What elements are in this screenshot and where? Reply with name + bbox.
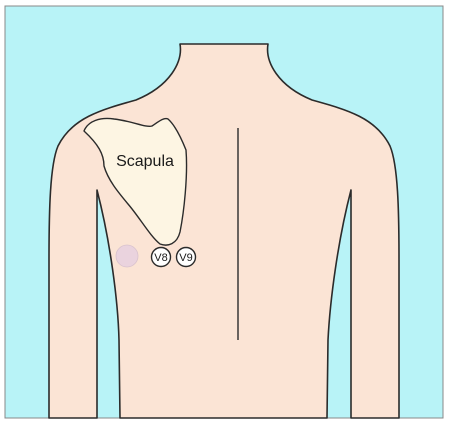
electrode-v9-label: V9 [179,252,192,264]
electrode-v8-label: V8 [154,252,167,264]
electrode-marker [116,245,138,267]
scapula-label: Scapula [116,153,174,170]
